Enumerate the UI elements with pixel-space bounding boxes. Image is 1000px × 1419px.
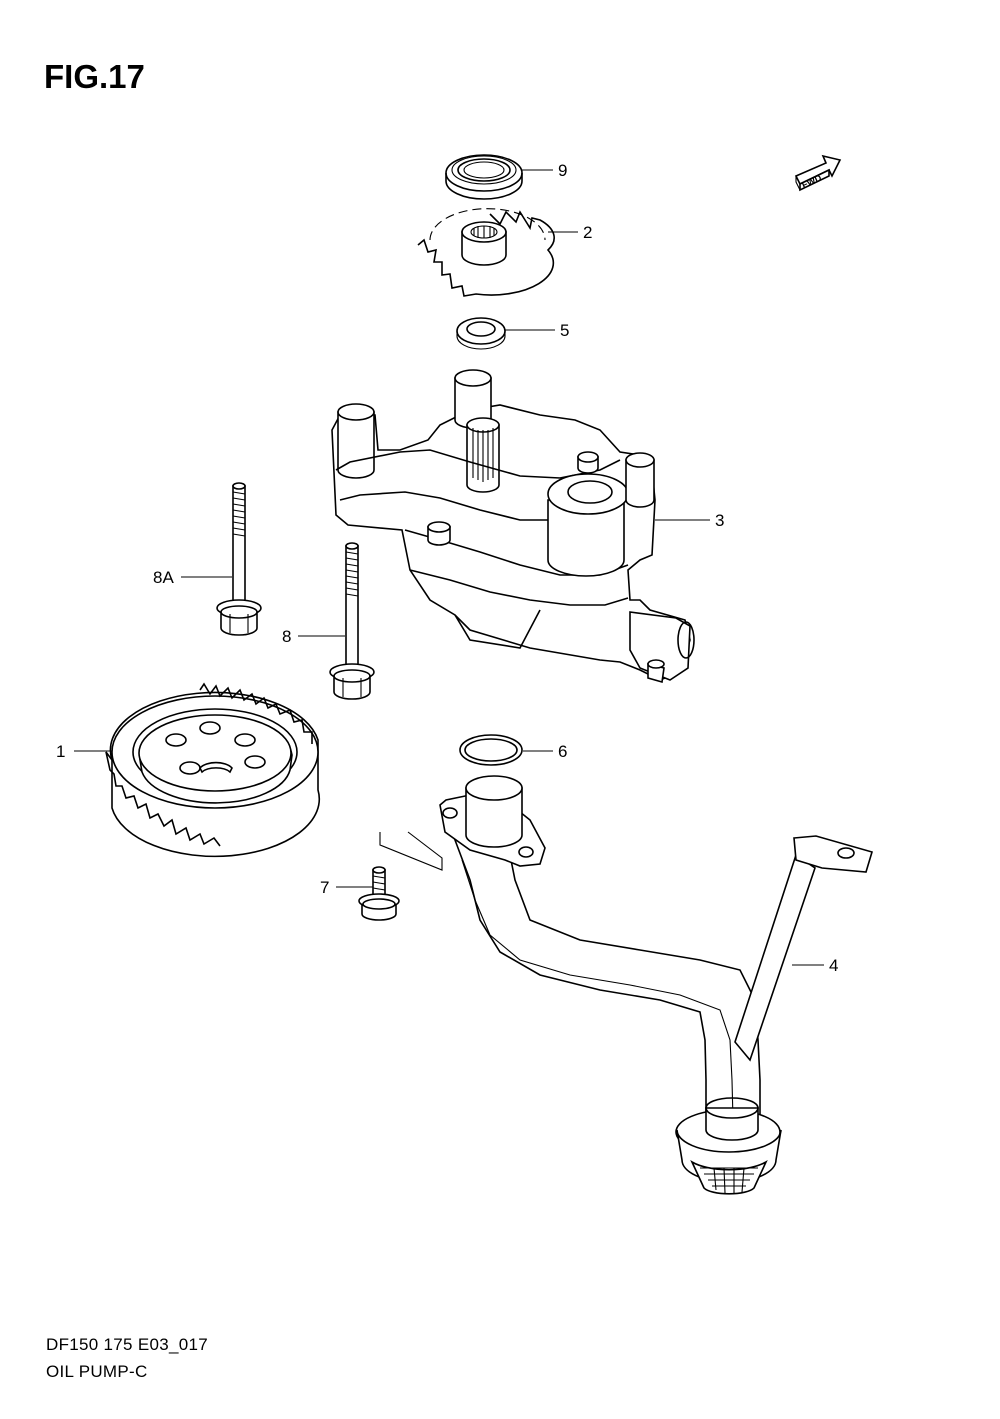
part-8a-bolt [216, 482, 262, 636]
part-1-gear [105, 682, 321, 858]
diagram-code: DF150 175 E03_017 [46, 1335, 209, 1354]
callout-8: 8 [282, 627, 291, 646]
callout-6: 6 [558, 742, 567, 761]
fwd-arrow-icon: FWD [794, 154, 842, 192]
part-4-oil-strainer [379, 775, 873, 1195]
callout-4: 4 [829, 956, 838, 975]
callout-1: 1 [56, 742, 65, 761]
callout-9: 9 [558, 161, 567, 180]
diagram-name: OIL PUMP-C [46, 1362, 148, 1381]
part-2-gear [417, 208, 555, 297]
callout-3: 3 [715, 511, 724, 530]
part-6-o-ring [459, 734, 523, 766]
part-8-bolt [329, 542, 375, 700]
callout-5: 5 [560, 321, 569, 340]
callout-7: 7 [320, 878, 329, 897]
callout-2: 2 [583, 223, 592, 242]
part-3-oil-pump [331, 369, 695, 684]
part-7-bolt [358, 866, 400, 921]
part-5-washer [456, 317, 506, 350]
callout-8a: 8A [153, 568, 174, 587]
part-9-oil-seal [445, 154, 523, 200]
leader-lines [74, 169, 824, 966]
figure-title: FIG.17 [44, 58, 145, 95]
